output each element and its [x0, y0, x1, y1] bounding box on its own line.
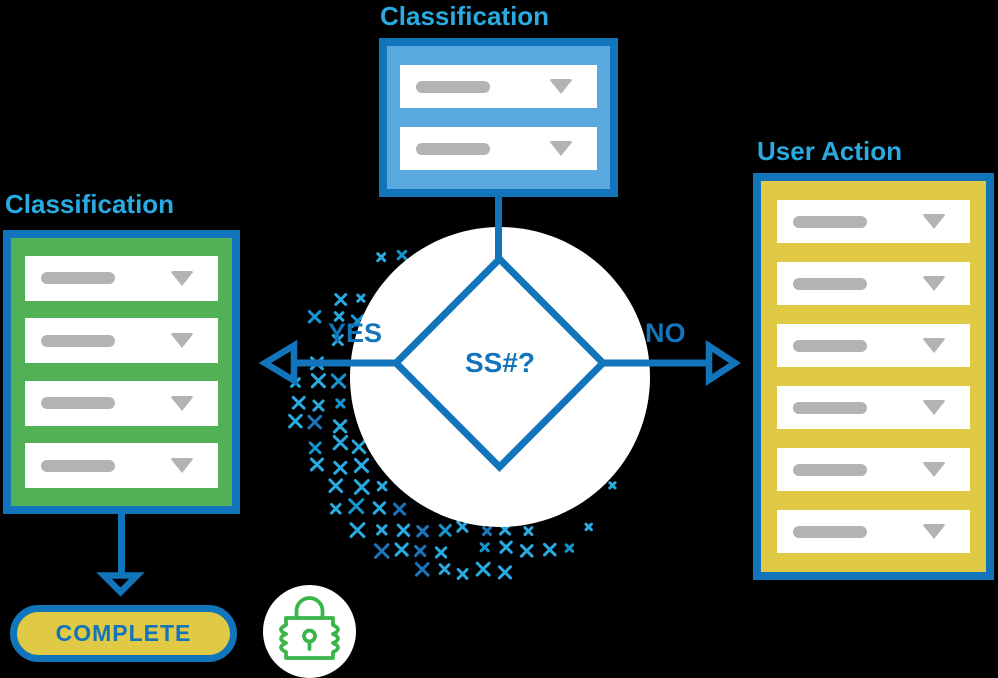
field-value-placeholder — [793, 401, 867, 414]
field-value-placeholder — [41, 459, 115, 472]
dropdown-row[interactable] — [777, 448, 970, 491]
caret-down-icon — [170, 458, 194, 474]
field-value-placeholder — [41, 272, 115, 285]
yes-arrowhead-icon — [258, 339, 298, 387]
decision-question: SS#? — [464, 347, 536, 378]
field-value-placeholder — [793, 463, 867, 476]
field-value-placeholder — [793, 525, 867, 538]
caret-down-icon — [170, 270, 194, 286]
classification-box-left — [3, 230, 240, 514]
right-box-title: User Action — [757, 136, 902, 166]
down-arrowhead-icon — [96, 572, 145, 597]
caret-down-icon — [922, 214, 946, 229]
dropdown-row[interactable] — [777, 324, 970, 367]
field-value-placeholder — [416, 142, 490, 155]
caret-down-icon — [922, 462, 946, 477]
field-value-placeholder — [416, 80, 490, 93]
caret-down-icon — [170, 395, 194, 411]
dropdown-row[interactable] — [25, 443, 218, 489]
field-value-placeholder — [41, 397, 115, 410]
caret-down-icon — [170, 333, 194, 349]
classification-box-top — [379, 38, 618, 197]
left-box-title: Classification — [5, 189, 175, 219]
no-label: NO — [645, 318, 686, 348]
complete-button-label: COMPLETE — [55, 620, 192, 646]
complete-button[interactable]: COMPLETE — [10, 605, 237, 662]
dropdown-row[interactable] — [777, 200, 970, 243]
field-value-placeholder — [793, 215, 867, 228]
user-action-box — [753, 173, 994, 580]
caret-down-icon — [549, 79, 573, 94]
lock-badge — [263, 585, 356, 678]
dropdown-row[interactable] — [777, 386, 970, 429]
caret-down-icon — [549, 141, 573, 156]
field-value-placeholder — [793, 277, 867, 290]
dropdown-row[interactable] — [777, 510, 970, 553]
caret-down-icon — [922, 276, 946, 291]
dropdown-row[interactable] — [400, 127, 597, 170]
caret-down-icon — [922, 338, 946, 353]
lock-icon — [279, 596, 340, 660]
top-box-title: Classification — [380, 1, 550, 31]
dropdown-row[interactable] — [25, 318, 218, 364]
yes-label: YES — [328, 318, 383, 348]
dropdown-row[interactable] — [400, 65, 597, 108]
field-value-placeholder — [41, 334, 115, 347]
field-value-placeholder — [793, 339, 867, 352]
caret-down-icon — [922, 524, 946, 539]
no-arrowhead-icon — [705, 339, 741, 387]
decision-diamond — [391, 254, 608, 472]
dropdown-row[interactable] — [777, 262, 970, 305]
dropdown-row[interactable] — [25, 380, 218, 426]
caret-down-icon — [922, 400, 946, 415]
dropdown-row[interactable] — [25, 255, 218, 301]
